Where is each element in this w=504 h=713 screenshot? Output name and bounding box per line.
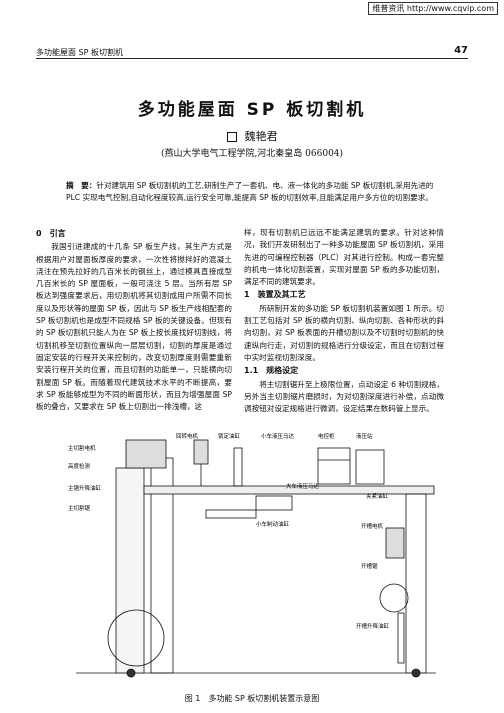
- label-rot-motor: 回转电机: [176, 432, 199, 440]
- watermark: 维普资讯 http://www.cqvip.com: [368, 2, 498, 15]
- author-line: 魏艳君: [0, 128, 504, 144]
- subsection-heading-spec: 1.1 规格设定: [244, 366, 299, 376]
- label-cart-motor2: 大车液压马达: [286, 482, 320, 490]
- label-lock-cyl: 锁定油缸: [218, 432, 241, 440]
- page-number: 47: [454, 45, 468, 56]
- label-clamp: 夹紧油缸: [366, 492, 389, 500]
- right-column: 样，现有切割机已远远不能满足建筑的要求。针对这种情况，我们开发研制出了一种多功能…: [244, 227, 444, 415]
- abstract-label: 摘 要：: [66, 181, 97, 190]
- label-main-motor: 主切割电机: [68, 444, 96, 452]
- label-cart-motor: 小车液压马达: [261, 432, 295, 440]
- paper-title: 多功能屋面 SP 板切割机: [137, 100, 367, 120]
- label-groove-blade: 开槽锯: [361, 562, 378, 570]
- section-heading-device: 1 装置及其工艺: [244, 290, 306, 300]
- label-pump: 液压站: [356, 432, 373, 440]
- figure-caption: 图 1 多功能 SP 板切割机装置示意图: [184, 694, 320, 703]
- figure-labels: 主切割电机 高度检测 主锯升降油缸 主切割锯 回转电机 锁定油缸 小车液压马达 …: [68, 432, 390, 630]
- section-heading-intro: 0 引言: [36, 229, 66, 238]
- abstract-text: 针对建筑用 SP 板切割机的工艺,研制生产了一套机、电、液一体化的多功能 SP …: [66, 181, 434, 202]
- label-cabinet: 电控柜: [318, 432, 335, 440]
- abstract: 摘 要：针对建筑用 SP 板切割机的工艺,研制生产了一套机、电、液一体化的多功能…: [66, 180, 446, 204]
- label-main-lift: 主锯升降油缸: [68, 484, 102, 492]
- label-groove-lift: 开槽升降油缸: [356, 622, 390, 630]
- right-paragraph-1: 样，现有切割机已远远不能满足建筑的要求。针对这种情况，我们开发研制出了一种多功能…: [244, 228, 444, 287]
- right-paragraph-3: 将主切割锯升至上极限位置，点动设定 6 种切割规格，另外当主切割锯片磨损时，为对…: [244, 379, 444, 414]
- affiliation: (燕山大学电气工程学院,河北秦皇岛 066004): [160, 149, 344, 159]
- author-box-icon: [226, 132, 237, 142]
- author-name: 魏艳君: [244, 130, 278, 143]
- label-height-detect: 高度检测: [68, 462, 91, 470]
- running-head: 多功能屋面 SP 板切割机 47: [36, 45, 468, 59]
- label-cart-brake: 小车制动油缸: [256, 520, 290, 528]
- figure-diagram: 主切割电机 高度检测 主锯升降油缸 主切割锯 回转电机 锁定油缸 小车液压马达 …: [68, 432, 436, 678]
- left-column: 0 引言 我国引进建成的十几条 SP 板生产线，其生产方式是根据用户对屋面板厚度…: [36, 227, 232, 413]
- label-groove-motor: 开槽电机: [361, 522, 384, 530]
- label-main-blade: 主切割锯: [68, 504, 91, 512]
- right-paragraph-2: 所研制开发的多功能 SP 板切割机装置如图 1 所示。切割工艺包括对 SP 板的…: [244, 303, 444, 362]
- intro-paragraph: 我国引进建成的十几条 SP 板生产线，其生产方式是根据用户对屋面板厚度的要求，一…: [36, 242, 232, 412]
- running-head-title: 多功能屋面 SP 板切割机: [36, 48, 123, 57]
